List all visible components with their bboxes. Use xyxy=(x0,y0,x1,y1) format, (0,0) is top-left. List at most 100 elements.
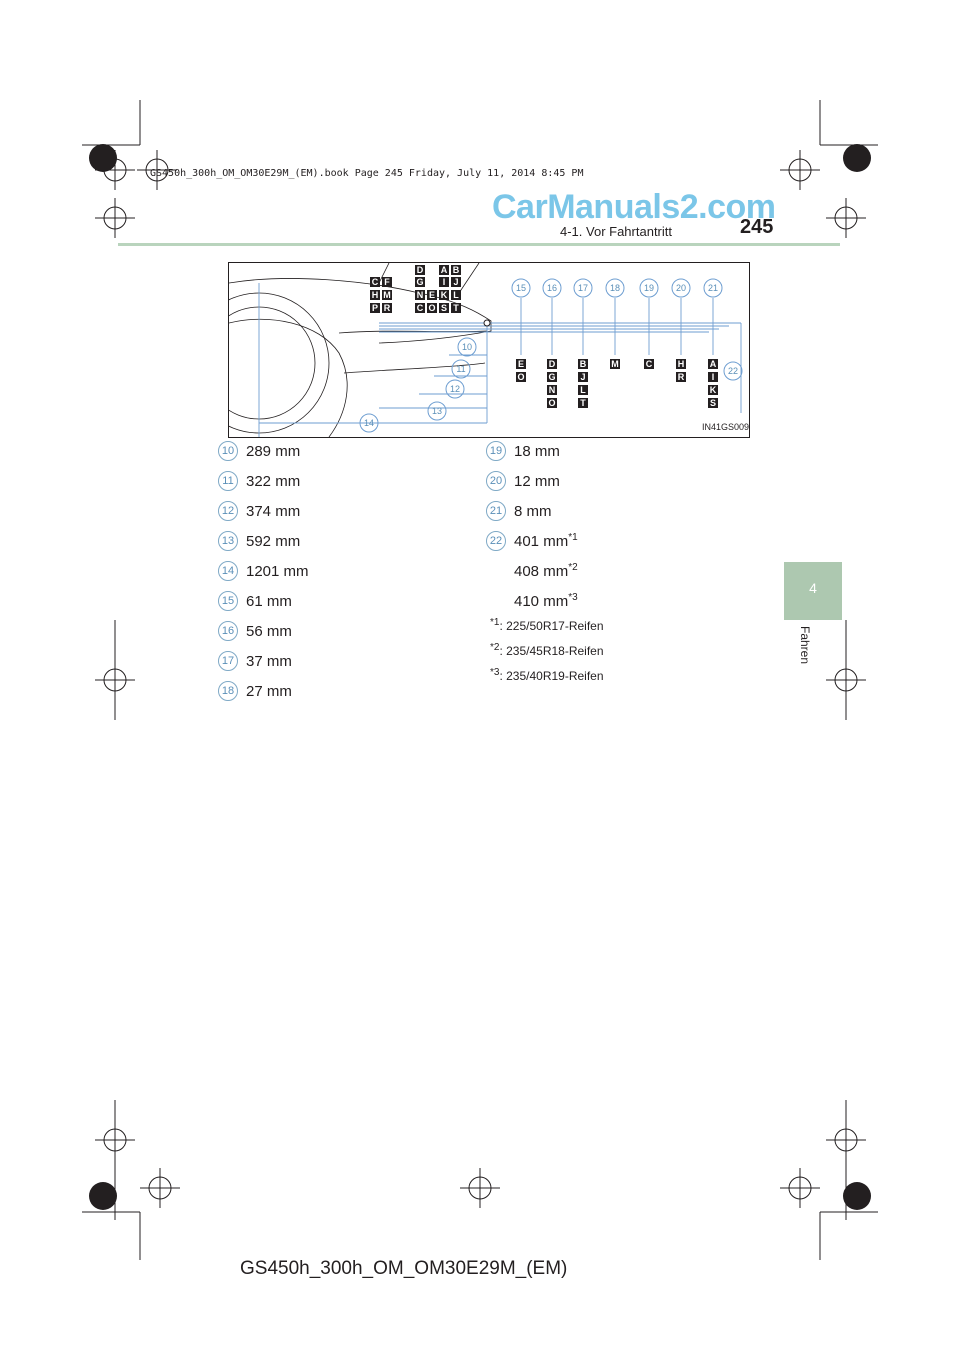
dimension-row-extra: 410 mm*3 xyxy=(514,588,578,614)
svg-text:O: O xyxy=(548,398,555,408)
svg-text:R: R xyxy=(384,303,391,313)
svg-text:D: D xyxy=(417,265,424,275)
dimension-value: 410 mm*3 xyxy=(514,592,578,610)
svg-text:P: P xyxy=(372,303,378,313)
chapter-tab-number: 4 xyxy=(809,580,817,596)
footnote-mark: *1 xyxy=(568,532,578,543)
svg-text:R: R xyxy=(678,372,685,382)
dimension-value: 56 mm xyxy=(246,622,292,640)
svg-text:C: C xyxy=(372,277,379,287)
svg-text:L: L xyxy=(453,290,459,300)
svg-text:10: 10 xyxy=(462,342,472,352)
dimension-row: 17 37 mm xyxy=(218,648,292,674)
svg-text:E: E xyxy=(429,290,435,300)
dimension-value: 1201 mm xyxy=(246,562,309,580)
svg-text:B: B xyxy=(580,359,587,369)
section-title: 4-1. Vor Fahrtantritt xyxy=(560,224,672,239)
footer-document-id: GS450h_300h_OM_OM30E29M_(EM) xyxy=(240,1258,568,1279)
dimension-row: 22 401 mm*1 xyxy=(486,528,578,554)
svg-text:K: K xyxy=(441,290,448,300)
callout-number: 22 xyxy=(486,531,506,551)
footnote: *1: 225/50R17-Reifen xyxy=(490,617,604,633)
callout-number: 16 xyxy=(218,621,238,641)
footnote: *2: 235/45R18-Reifen xyxy=(490,642,604,658)
svg-text:20: 20 xyxy=(676,283,686,293)
svg-text:15: 15 xyxy=(516,283,526,293)
svg-text:G: G xyxy=(548,372,555,382)
dimension-value: 61 mm xyxy=(246,592,292,610)
svg-text:G: G xyxy=(416,277,423,287)
dimension-value: 8 mm xyxy=(514,502,552,520)
callout-number: 14 xyxy=(218,561,238,581)
dimension-row: 15 61 mm xyxy=(218,588,292,614)
chapter-tab-label: Fahren xyxy=(798,626,812,665)
footnote: *3: 235/40R19-Reifen xyxy=(490,667,604,683)
dimension-row: 14 1201 mm xyxy=(218,558,309,584)
callout-number: 18 xyxy=(218,681,238,701)
dimension-row: 18 27 mm xyxy=(218,678,292,704)
svg-text:K: K xyxy=(710,385,717,395)
dimension-value: 27 mm xyxy=(246,682,292,700)
callout-number: 12 xyxy=(218,501,238,521)
dimension-value: 289 mm xyxy=(246,442,301,460)
header-rule xyxy=(118,243,840,246)
svg-text:A: A xyxy=(441,265,448,275)
svg-text:18: 18 xyxy=(610,283,620,293)
footnote-mark: *2 xyxy=(568,562,578,573)
dimension-row: 21 8 mm xyxy=(486,498,552,524)
svg-text:N: N xyxy=(417,290,424,300)
svg-text:14: 14 xyxy=(364,418,374,428)
footnote-mark: *3 xyxy=(568,592,578,603)
svg-text:I: I xyxy=(712,372,715,382)
svg-text:21: 21 xyxy=(708,283,718,293)
svg-text:E: E xyxy=(518,359,524,369)
callout-number: 20 xyxy=(486,471,506,491)
callout-number: 10 xyxy=(218,441,238,461)
dimension-row: 20 12 mm xyxy=(486,468,560,494)
dimension-value: 12 mm xyxy=(514,472,560,490)
svg-text:C: C xyxy=(417,303,424,313)
svg-text:16: 16 xyxy=(547,283,557,293)
svg-text:H: H xyxy=(678,359,685,369)
svg-text:13: 13 xyxy=(432,406,442,416)
svg-text:19: 19 xyxy=(644,283,654,293)
svg-text:M: M xyxy=(383,290,391,300)
dimension-row: 10 289 mm xyxy=(218,438,300,464)
svg-text:S: S xyxy=(441,303,447,313)
svg-text:C: C xyxy=(646,359,653,369)
book-file-info: GS450h_300h_OM_OM30E29M_(EM).book Page 2… xyxy=(150,168,584,179)
callout-number: 17 xyxy=(218,651,238,671)
svg-text:17: 17 xyxy=(578,283,588,293)
svg-text:N: N xyxy=(549,385,556,395)
callout-number: 11 xyxy=(218,471,238,491)
svg-text:F: F xyxy=(384,277,390,287)
dimension-row-extra: 408 mm*2 xyxy=(514,558,578,584)
chapter-tab xyxy=(784,562,842,620)
svg-text:12: 12 xyxy=(450,384,460,394)
callout-number: 21 xyxy=(486,501,506,521)
svg-text:22: 22 xyxy=(728,366,738,376)
dimension-value: 37 mm xyxy=(246,652,292,670)
svg-text:J: J xyxy=(580,372,585,382)
svg-text:A: A xyxy=(710,359,717,369)
svg-text:T: T xyxy=(580,398,586,408)
svg-text:O: O xyxy=(517,372,524,382)
callout-number: 13 xyxy=(218,531,238,551)
dimension-value: 322 mm xyxy=(246,472,301,490)
svg-text:L: L xyxy=(580,385,586,395)
dimension-row: 16 56 mm xyxy=(218,618,292,644)
svg-text:O: O xyxy=(428,303,435,313)
svg-text:T: T xyxy=(453,303,459,313)
svg-text:H: H xyxy=(372,290,379,300)
svg-text:J: J xyxy=(453,277,458,287)
dimension-value: 18 mm xyxy=(514,442,560,460)
callout-number: 15 xyxy=(218,591,238,611)
svg-text:I: I xyxy=(443,277,446,287)
svg-text:B: B xyxy=(453,265,460,275)
dimension-value: 401 mm*1 xyxy=(514,532,578,550)
